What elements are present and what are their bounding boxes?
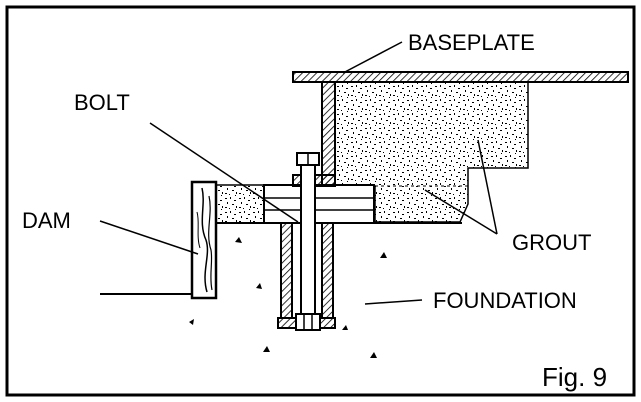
bolt-nut-bottom <box>295 313 321 331</box>
grout-left-pocket <box>215 184 265 224</box>
grout-label: GROUT <box>512 230 591 255</box>
bolt-label: BOLT <box>74 90 130 115</box>
dam-leader <box>99 220 199 255</box>
baseplate-label: BASEPLATE <box>408 30 535 55</box>
baseplate-web <box>321 81 336 187</box>
dam-board <box>190 180 218 300</box>
baseplate-top-flange <box>292 71 629 83</box>
grout-leader-lower <box>424 189 498 235</box>
grout-bolt-block <box>263 184 375 224</box>
foundation-leader <box>364 299 423 305</box>
sleeve-right-wall <box>321 222 334 319</box>
bolt-leader <box>149 122 299 223</box>
foundation-label: FOUNDATION <box>433 288 577 313</box>
figure-number: Fig. 9 <box>542 362 607 392</box>
baseplate-leader <box>342 41 403 74</box>
dam-label: DAM <box>22 208 71 233</box>
bolt-shank <box>300 159 316 321</box>
foundation-aggregate <box>189 237 387 358</box>
sleeve-left-wall <box>280 222 293 319</box>
grout-leader-upper <box>477 139 498 235</box>
